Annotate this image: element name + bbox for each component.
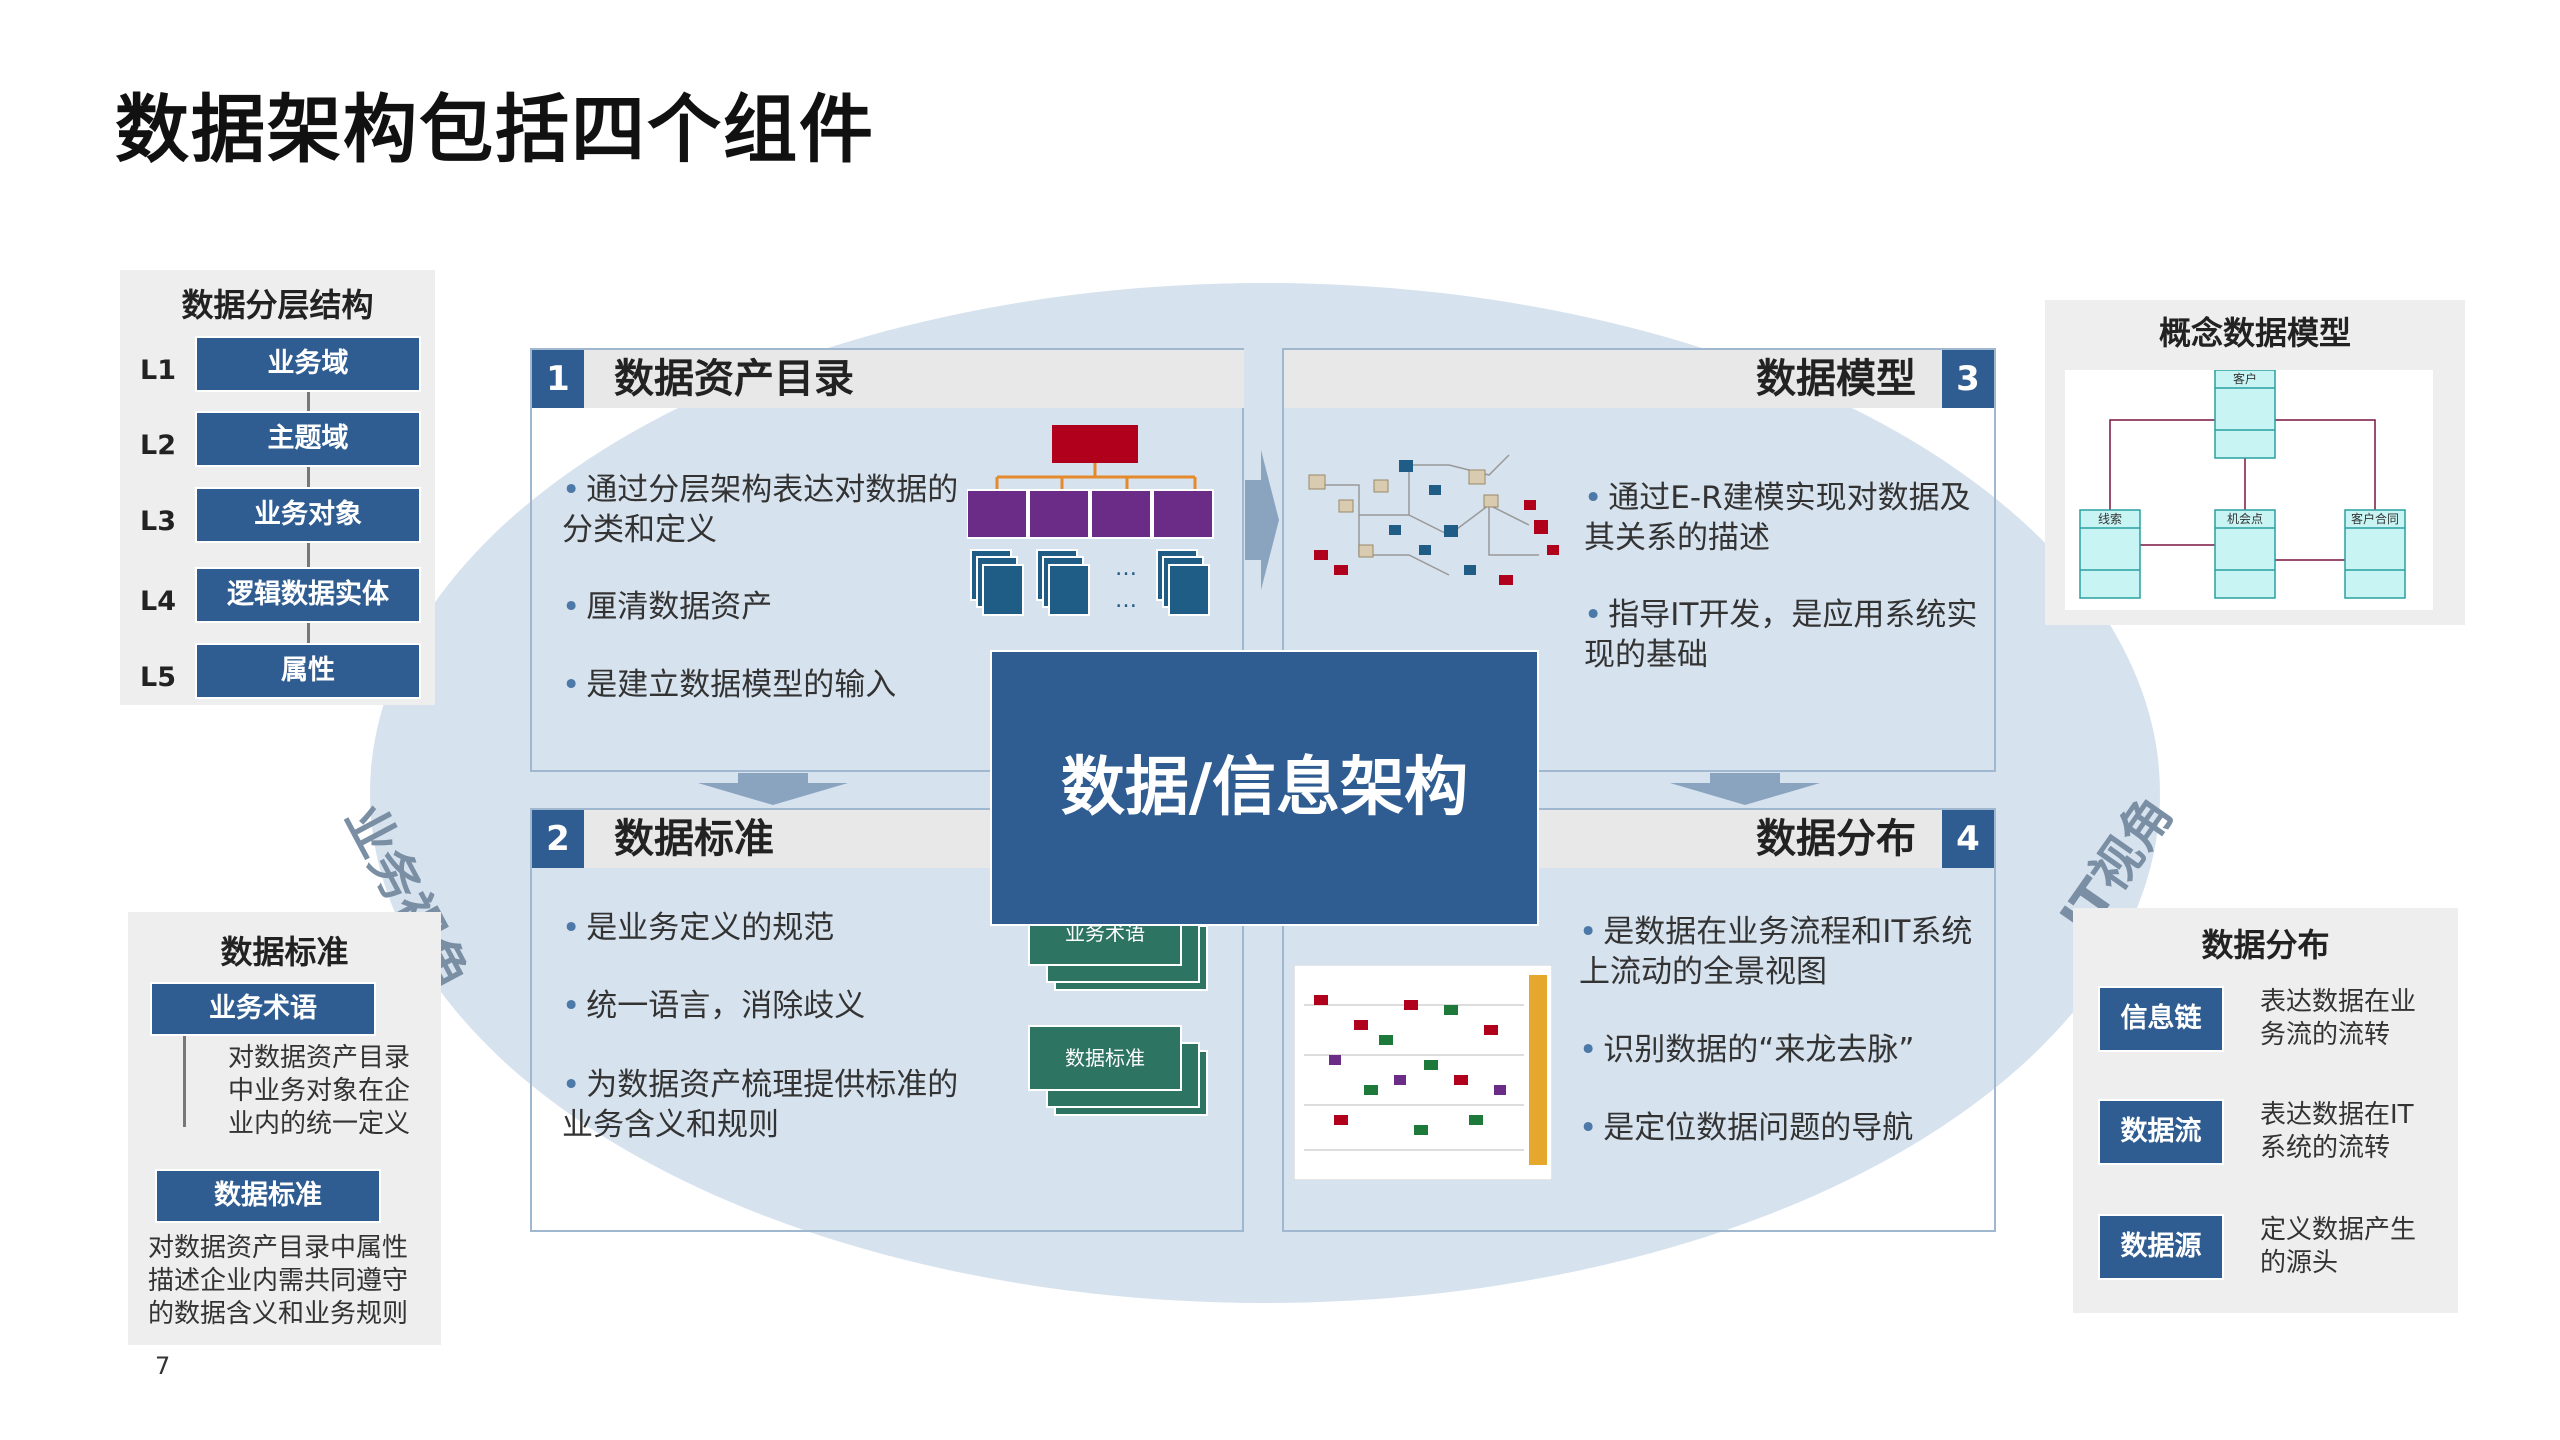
bullet-text: 通过分层架构表达对数据的分类和定义	[562, 472, 959, 548]
concept-model-title: 概念数据模型	[2158, 314, 2351, 352]
panel-number: 2	[532, 810, 584, 868]
arrow-right	[1245, 450, 1279, 590]
info-chain-description: 表达数据在业务流的流转	[2260, 987, 2417, 1050]
level-tag-subject-domain: 主题域	[195, 411, 421, 467]
entity-customer: 客户	[2232, 372, 2257, 386]
bullet-item: •指导IT开发，是应用系统实现的基础	[1584, 595, 1984, 675]
distribution-card-title: 数据分布	[2201, 926, 2330, 964]
bullet-dot: •	[562, 988, 581, 1024]
bullet-dot: •	[562, 472, 581, 508]
bullet-text: 指导IT开发，是应用系统实现的基础	[1584, 597, 1978, 673]
data-flow-tag: 数据流	[2098, 1099, 2224, 1165]
bullet-dot: •	[1584, 480, 1603, 516]
bullet-text: 是建立数据模型的输入	[586, 667, 897, 703]
layer-structure-card: 数据分层结构 L1 业务域 L2 主题域 L3 业务对象 L4 逻辑数据实体 L…	[120, 270, 435, 705]
level-code: L5	[140, 662, 176, 693]
panel-data-model: 数据模型 3 •通过E-R建模实现对数据及其关系的描述 •指导IT开发，是应用系…	[1282, 348, 1996, 772]
panel-header	[1284, 350, 1994, 408]
panel-number: 3	[1942, 350, 1994, 408]
panel-number: 4	[1942, 810, 1994, 868]
center-architecture-box: 数据/信息架构	[990, 650, 1539, 926]
entity-lead: 线索	[2097, 512, 2122, 526]
standard-card-title: 数据标准	[220, 933, 349, 971]
bullet-text: 为数据资产梳理提供标准的业务含义和规则	[562, 1067, 959, 1143]
data-flow-description: 表达数据在IT系统的流转	[2260, 1100, 2414, 1163]
bullet-dot: •	[1579, 1032, 1598, 1068]
bullet-item: •统一语言，消除歧义	[562, 986, 982, 1026]
business-term-description: 对数据资产目录中业务对象在企业内的统一定义	[228, 1043, 411, 1139]
entity-customer-contract: 客户合同	[2350, 512, 2399, 526]
bullet-text: 通过E-R建模实现对数据及其关系的描述	[1584, 480, 1971, 556]
arrow-down-left	[698, 773, 848, 805]
level-code: L2	[140, 430, 176, 461]
data-distribution-card: 数据分布 信息链 表达数据在业务流的流转 数据流 表达数据在IT系统的流转 数据…	[2073, 908, 2458, 1313]
layer-card-title: 数据分层结构	[181, 286, 374, 324]
business-term-tag: 业务术语	[150, 982, 376, 1036]
page-number: 7	[155, 1352, 171, 1380]
panel-title: 数据模型	[1756, 356, 1916, 402]
bullet-text: 统一语言，消除歧义	[586, 988, 866, 1024]
bullet-dot: •	[562, 910, 581, 946]
bullet-text: 厘清数据资产	[586, 589, 773, 625]
panel-data-distribution: 数据分布 4 •是数据在业务流程和IT系统上流动的全景视图 •识别数据的“来龙去…	[1282, 808, 1996, 1232]
bullet-item: •为数据资产梳理提供标准的业务含义和规则	[562, 1065, 962, 1145]
bullet-text: 识别数据的“来龙去脉”	[1603, 1032, 1915, 1068]
arrow-down-right	[1670, 773, 1820, 805]
panel-header	[532, 350, 1244, 408]
data-standard-description: 对数据资产目录中属性描述企业内需共同遵守的数据含义和业务规则	[148, 1233, 409, 1329]
level-tag-business-domain: 业务域	[195, 336, 421, 392]
bullet-item: •厘清数据资产	[562, 587, 962, 627]
entity-opportunity: 机会点	[2226, 512, 2263, 526]
level-code: L4	[140, 586, 176, 617]
panel-number: 1	[532, 350, 584, 408]
data-standard-card-left: 数据标准 业务术语 对数据资产目录中业务对象在企业内的统一定义 数据标准 对数据…	[128, 912, 441, 1345]
panel-title: 数据分布	[1756, 816, 1916, 862]
bullet-item: •通过E-R建模实现对数据及其关系的描述	[1584, 478, 1984, 558]
bullet-dot: •	[562, 589, 581, 625]
level-tag-logical-entity: 逻辑数据实体	[195, 567, 421, 623]
bullet-text: 是数据在业务流程和IT系统上流动的全景视图	[1579, 914, 1973, 990]
data-standard-tag: 数据标准	[155, 1169, 381, 1223]
concept-model-card: 概念数据模型 客户 线索 机会点 客户合同	[2045, 300, 2465, 625]
bullet-item: •通过分层架构表达对数据的分类和定义	[562, 470, 962, 550]
er-diagram-illustration	[1308, 454, 1559, 585]
bullet-dot: •	[1579, 914, 1598, 950]
data-source-description: 定义数据产生的源头	[2260, 1215, 2417, 1278]
panel-data-asset-catalog: 1 数据资产目录 •通过分层架构表达对数据的分类和定义 •厘清数据资产 •是建立…	[530, 348, 1244, 772]
data-standard-card: 数据标准	[1028, 1025, 1182, 1091]
data-flow-illustration	[1294, 965, 1552, 1180]
bullet-text: 是业务定义的规范	[586, 910, 835, 946]
level-tag-business-object: 业务对象	[195, 487, 421, 543]
bullet-item: •是业务定义的规范	[562, 908, 982, 948]
bullet-dot: •	[562, 667, 581, 703]
bullet-dot: •	[1584, 597, 1603, 633]
level-tag-attribute: 属性	[195, 643, 421, 699]
data-source-tag: 数据源	[2098, 1214, 2224, 1280]
standard-connector	[183, 1022, 186, 1127]
bullet-dot: •	[562, 1067, 581, 1103]
level-code: L1	[140, 355, 176, 386]
page-title: 数据架构包括四个组件	[115, 87, 875, 173]
concept-model-diagram	[2079, 370, 2406, 599]
bullet-dot: •	[1579, 1110, 1598, 1146]
bullet-item: •是定位数据问题的导航	[1579, 1108, 1989, 1148]
bullet-item: •是数据在业务流程和IT系统上流动的全景视图	[1579, 912, 1989, 992]
level-code: L3	[140, 506, 176, 537]
hierarchy-illustration: … …	[967, 425, 1214, 616]
panel-title: 数据资产目录	[614, 356, 854, 402]
svg-text:…: …	[1115, 556, 1137, 581]
svg-text:…: …	[1115, 588, 1137, 613]
panel-title: 数据标准	[614, 816, 774, 862]
info-chain-tag: 信息链	[2098, 986, 2224, 1052]
bullet-text: 是定位数据问题的导航	[1603, 1110, 1914, 1146]
bullet-item: •是建立数据模型的输入	[562, 665, 962, 705]
bullet-item: •识别数据的“来龙去脉”	[1579, 1030, 1989, 1070]
